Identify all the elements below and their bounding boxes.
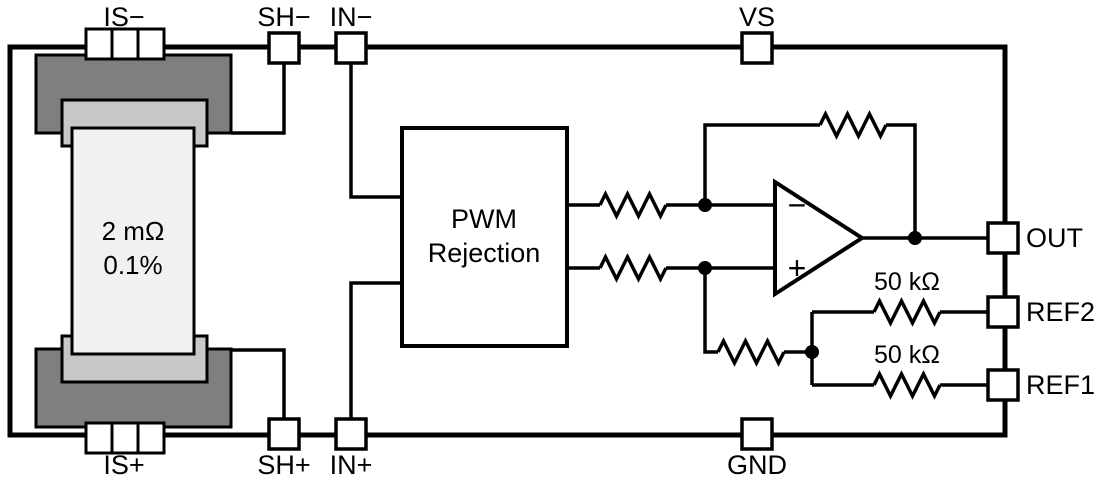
pin-square-gnd (740, 417, 774, 451)
pwm-rejection-block: PWM Rejection (400, 126, 569, 348)
pin-label-ref2: REF2 (1026, 297, 1095, 327)
pin-label-gnd: GND (727, 450, 787, 480)
opamp-inverting-sign: − (788, 187, 807, 223)
wire-feedback (703, 123, 917, 238)
pin-gnd (740, 417, 774, 451)
pin-in-minus (334, 31, 368, 65)
pin-ref2 (986, 295, 1020, 329)
pin-label-ref1: REF1 (1026, 370, 1095, 400)
shunt-tolerance-label: 0.1% (103, 250, 162, 280)
is-plus-pad (110, 421, 140, 455)
junction-dot-output (908, 231, 922, 245)
pin-square-vs (740, 31, 774, 65)
pin-label-in-minus: IN− (330, 2, 373, 32)
pin-ref1 (986, 368, 1020, 402)
resistor-input-top (598, 190, 668, 220)
resistor-feedback (818, 110, 888, 140)
resistor-input-bottom (598, 253, 668, 283)
wire-sh-minus (231, 63, 286, 135)
pwm-rejection-label-line1: PWM (451, 204, 517, 234)
shunt-resistor: 2 mΩ 0.1% (34, 27, 233, 455)
wire-sh-plus (231, 348, 286, 419)
pin-label-sh-plus: SH+ (257, 450, 310, 480)
pin-label-is-minus: IS− (103, 2, 144, 32)
resistor-ref1 (872, 370, 942, 400)
ref1-resistor-value-label: 50 kΩ (874, 341, 940, 369)
pin-square-ref2 (986, 295, 1020, 329)
shunt-element (70, 126, 196, 356)
is-minus-pad (136, 27, 166, 61)
resistor-ref2 (872, 297, 942, 327)
wire-in-minus (349, 63, 402, 199)
opamp-triangle (773, 178, 866, 298)
pin-label-vs: VS (739, 2, 775, 32)
pin-square-in-plus (334, 417, 368, 451)
is-minus-pad (110, 27, 140, 61)
is-plus-pad (136, 421, 166, 455)
junction-dot-ref (805, 345, 819, 359)
pin-label-sh-minus: SH− (257, 2, 310, 32)
pwm-rejection-label-line2: Rejection (428, 238, 541, 268)
pin-square-sh-plus (267, 417, 301, 451)
pwm-rejection-box (400, 126, 569, 348)
is-plus-pad (84, 421, 114, 455)
opamp: − + (773, 178, 866, 298)
resistor-gain (716, 337, 786, 367)
pin-square-in-minus (334, 31, 368, 65)
pin-sh-plus (267, 417, 301, 451)
pin-label-in-plus: IN+ (330, 450, 373, 480)
is-minus-pad (84, 27, 114, 61)
ref2-resistor-value-label: 50 kΩ (874, 268, 940, 296)
pin-label-is-plus: IS+ (103, 450, 144, 480)
pin-sh-minus (267, 31, 301, 65)
junction-dot-noninverting (698, 261, 712, 275)
pin-out (986, 221, 1020, 255)
shunt-value-label: 2 mΩ (102, 216, 165, 246)
pin-square-sh-minus (267, 31, 301, 65)
pin-in-plus (334, 417, 368, 451)
wire-in-plus (349, 281, 402, 419)
pin-vs (740, 31, 774, 65)
opamp-noninverting-sign: + (788, 250, 807, 286)
pin-square-out (986, 221, 1020, 255)
wires (231, 63, 988, 419)
pin-label-out: OUT (1026, 223, 1083, 253)
pin-square-ref1 (986, 368, 1020, 402)
junction-dot-inverting (698, 198, 712, 212)
